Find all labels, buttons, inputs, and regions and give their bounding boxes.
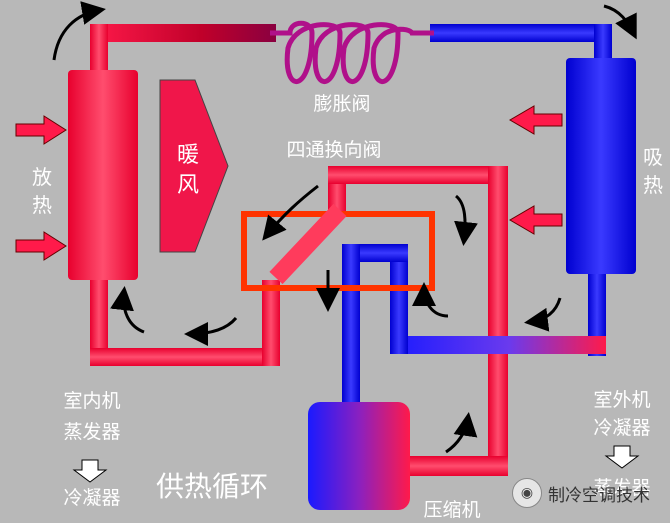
- flow-arrow-compressor-up: [445, 412, 478, 454]
- top-right-pipe: [430, 24, 610, 42]
- release-arrow-lower: [15, 231, 67, 261]
- flow-arrow-right-down: [454, 194, 478, 246]
- flow-arrows: [52, 1, 637, 454]
- release-heat-label-1: 放: [32, 165, 52, 189]
- outdoor-unit-label: 室外机: [593, 389, 650, 411]
- left-bottom-riser: [90, 276, 108, 366]
- valve-top-pipe: [328, 166, 508, 184]
- flow-arrow-bottom-left: [184, 316, 238, 346]
- flow-arrow-valve-return: [412, 282, 449, 318]
- flow-arrow-right-bottom: [524, 297, 562, 332]
- bottom-left-pipe: [90, 348, 280, 366]
- absorb-heat-label-1: 吸: [643, 145, 663, 169]
- absorb-heat-arrows: [509, 105, 563, 235]
- absorb-heat-label-2: 热: [643, 173, 663, 197]
- watermark-text: 制冷空调技术: [548, 485, 650, 506]
- bottom-right-pipe: [390, 336, 606, 354]
- red-pipes: [90, 24, 508, 476]
- compressor-suction-pipe: [342, 244, 360, 408]
- warm-air-label-1: 暖: [177, 143, 199, 168]
- valve-left-down-pipe: [262, 280, 280, 366]
- flow-arrow-valve-pointer: [262, 184, 319, 241]
- expansion-valve-label: 膨胀阀: [313, 93, 370, 115]
- release-heat-label-2: 热: [32, 193, 52, 217]
- right-top-riser: [594, 24, 612, 64]
- top-left-pipe: [90, 24, 276, 42]
- absorb-arrow-upper: [509, 105, 563, 135]
- flow-arrow-top-right: [603, 4, 637, 40]
- wechat-icon: ◉: [512, 478, 542, 508]
- indoor-heat-exchanger: [68, 70, 138, 280]
- outdoor-convert-arrow: [604, 445, 640, 469]
- warm-air-arrow: [159, 79, 229, 253]
- indoor-convert-arrow: [72, 459, 108, 483]
- blue-pipes: [342, 24, 612, 408]
- outdoor-heat-exchanger: [566, 58, 636, 274]
- valve-right-down-pipe: [390, 244, 408, 354]
- left-top-riser: [90, 24, 108, 74]
- release-heat-arrows: [15, 115, 67, 261]
- warm-air-label-2: 风: [177, 173, 199, 198]
- indoor-evaporator-label: 蒸发器: [63, 421, 120, 443]
- absorb-arrow-lower: [509, 205, 563, 235]
- indoor-condenser-label: 冷凝器: [63, 487, 120, 509]
- outdoor-evaporator-label: 蒸发器: [593, 477, 650, 499]
- flow-arrow-top-left: [52, 1, 106, 61]
- expansion-valve-coil: [270, 20, 434, 84]
- four-way-valve-label: 四通换向阀: [286, 139, 381, 161]
- cycle-title: 供热循环: [156, 470, 268, 503]
- compressor-body: [308, 402, 410, 510]
- release-arrow-upper: [15, 115, 67, 145]
- valve-slider: [269, 203, 347, 285]
- compressor-label: 压缩机: [423, 499, 480, 521]
- indoor-unit-label: 室内机: [63, 390, 120, 412]
- compressor-discharge-pipe: [400, 456, 508, 476]
- flow-arrow-left-up: [110, 286, 145, 334]
- right-hot-riser: [488, 166, 508, 476]
- watermark: ◉ 制冷空调技术: [512, 478, 650, 508]
- right-bottom-riser: [588, 270, 606, 356]
- outdoor-condenser-label: 冷凝器: [593, 417, 650, 439]
